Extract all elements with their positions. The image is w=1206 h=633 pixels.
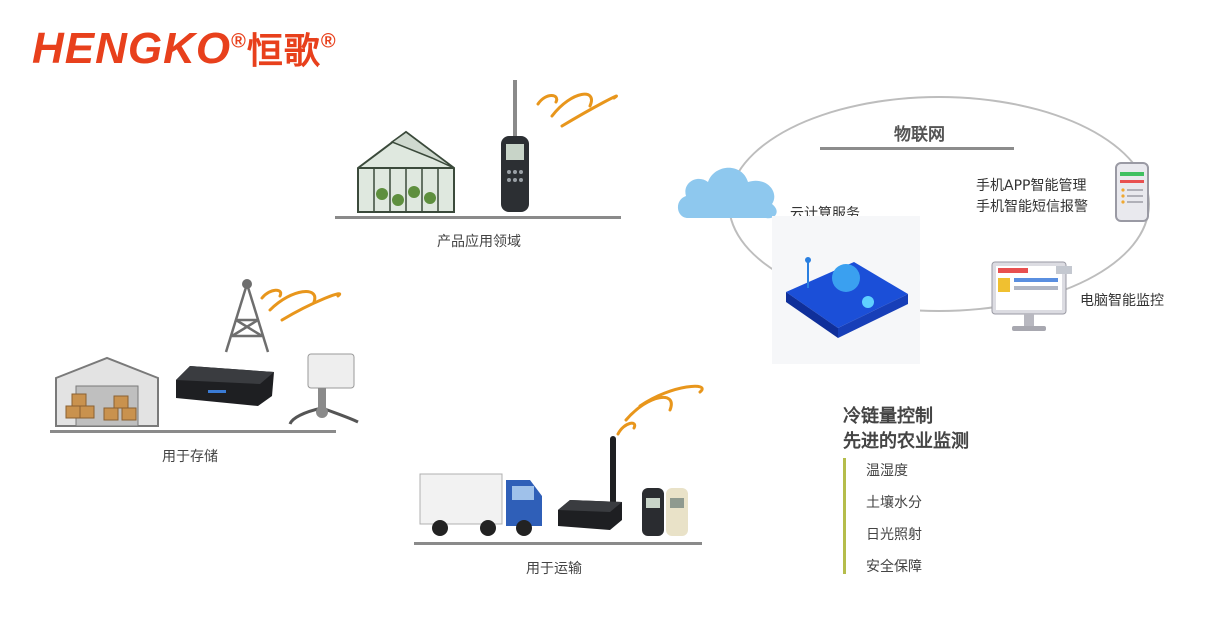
handheld-meter-icon bbox=[501, 80, 529, 212]
router-antenna-icon bbox=[558, 436, 622, 530]
phone-sms-label: 手机智能短信报警 bbox=[976, 199, 1088, 215]
feature-item: 土壤水分 bbox=[866, 495, 922, 511]
shelf-line-storage bbox=[50, 430, 336, 433]
logo-brand: HENGKO bbox=[32, 24, 232, 73]
smartphone-icon bbox=[1115, 162, 1149, 222]
gateway-device-icon bbox=[176, 366, 274, 406]
pc-monitor-label: 电脑智能监控 bbox=[1080, 293, 1164, 309]
logo-registered-mark-2: ® bbox=[320, 30, 337, 53]
cloud-icon bbox=[677, 167, 777, 219]
shelf-line-transport bbox=[414, 542, 702, 545]
greenhouse-icon bbox=[357, 130, 455, 213]
warehouse-icon bbox=[55, 356, 159, 427]
data-logger-icon bbox=[642, 488, 688, 536]
feature-item: 日光照射 bbox=[866, 527, 922, 543]
shelf-line bbox=[335, 216, 621, 219]
desktop-monitor-icon bbox=[991, 261, 1072, 331]
feature-accent-bar bbox=[843, 458, 846, 574]
iot-title: 物联网 bbox=[894, 125, 945, 145]
wireless-signal-icon bbox=[536, 92, 618, 128]
wireless-signal-icon-transport bbox=[616, 384, 704, 436]
sensor-probe-icon bbox=[288, 353, 359, 425]
feature-item: 温湿度 bbox=[866, 463, 908, 479]
iot-title-underline bbox=[820, 147, 1014, 150]
caption-product-fields: 产品应用领域 bbox=[437, 234, 521, 250]
hengko-logo: HENGKO®恒歌® bbox=[32, 22, 337, 74]
feature-item: 安全保障 bbox=[866, 559, 922, 575]
logo-registered-mark: ® bbox=[231, 30, 247, 53]
antenna-tower-icon bbox=[224, 279, 270, 353]
right-title-line1: 冷链量控制 bbox=[843, 406, 933, 427]
logo-cn: 恒歌 bbox=[246, 31, 321, 72]
right-title-line2: 先进的农业监测 bbox=[843, 431, 969, 452]
phone-app-label: 手机APP智能管理 bbox=[976, 178, 1087, 194]
caption-storage: 用于存储 bbox=[162, 449, 218, 465]
iot-platform-icon bbox=[772, 216, 920, 364]
truck-icon bbox=[419, 473, 542, 536]
caption-transport: 用于运输 bbox=[526, 561, 582, 577]
wireless-signal-icon-storage bbox=[260, 288, 342, 322]
